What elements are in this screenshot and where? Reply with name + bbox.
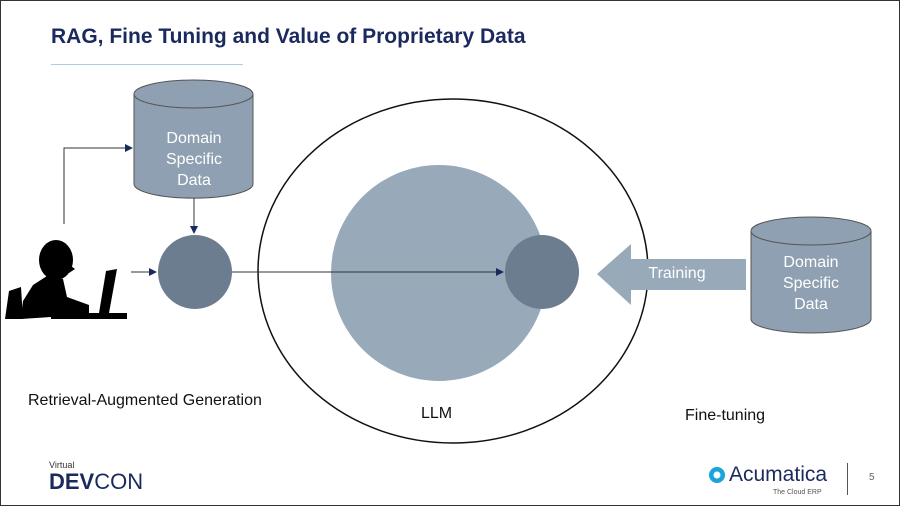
acumatica-brand: Acumatica xyxy=(729,463,828,486)
page-number: 5 xyxy=(869,472,875,483)
finetune-label: Fine-tuning xyxy=(685,407,766,424)
llm-node xyxy=(505,235,579,309)
left-database-icon xyxy=(133,79,254,199)
llm-label: LLM xyxy=(421,405,453,422)
right-db-line1: Domain xyxy=(783,254,839,271)
slide-title: RAG, Fine Tuning and Value of Proprietar… xyxy=(51,25,526,48)
right-database-icon xyxy=(750,216,872,334)
user-at-laptop-icon xyxy=(5,240,127,319)
training-arrow xyxy=(597,244,746,305)
rag-node xyxy=(158,235,232,309)
right-db-line3: Data xyxy=(794,296,828,313)
rag-label: Retrieval-Augmented Generation xyxy=(28,392,262,409)
devcon-dev: DEV xyxy=(49,469,95,494)
llm-core xyxy=(331,165,547,381)
training-label: Training xyxy=(648,265,706,282)
devcon-con: CON xyxy=(94,469,144,494)
left-db-line1: Domain xyxy=(166,130,222,147)
left-db-line3: Data xyxy=(177,172,211,189)
left-db-line2: Specific xyxy=(165,151,223,168)
right-db-line2: Specific xyxy=(782,275,840,292)
user-to-db-arrow xyxy=(63,144,133,224)
title-underline xyxy=(51,64,243,65)
devcon-logo: DEVCON xyxy=(49,469,143,495)
acumatica-tagline: The Cloud ERP xyxy=(773,489,822,496)
footer-divider xyxy=(847,463,848,495)
devcon-virtual: Virtual xyxy=(49,460,75,470)
